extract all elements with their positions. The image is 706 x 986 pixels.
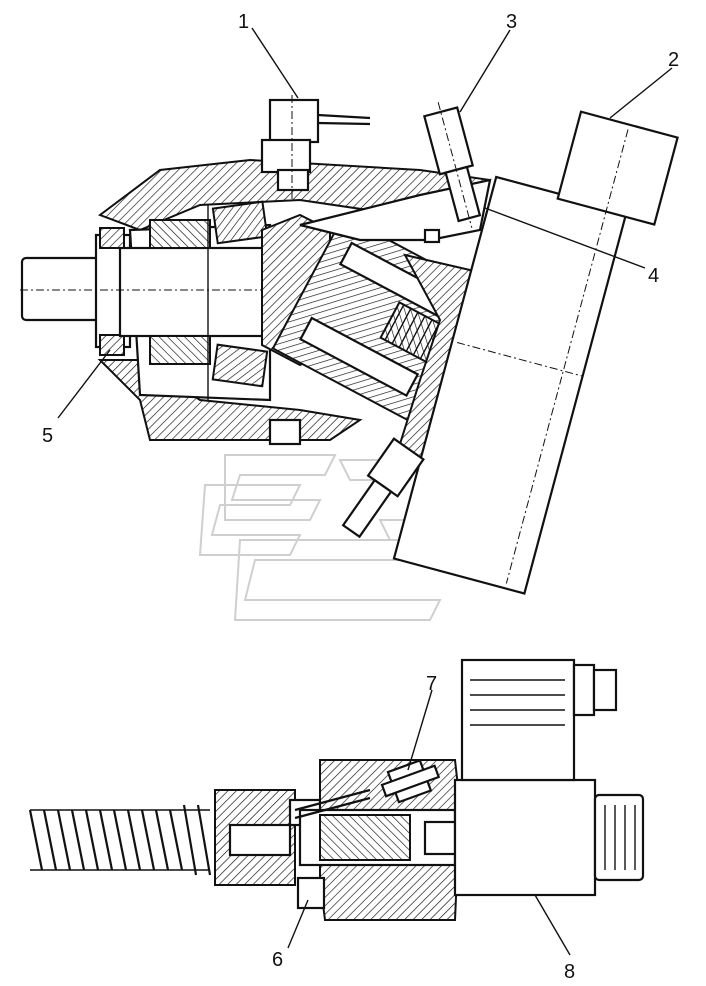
piston-bore-lower — [299, 316, 420, 398]
leader-6 — [287, 899, 309, 949]
sensor-cable — [317, 113, 371, 120]
callout-3: 3 — [506, 11, 517, 33]
drain-plug — [268, 418, 302, 446]
connector-screw — [592, 668, 618, 712]
coil-spring — [28, 804, 212, 876]
bearing-rear-lower — [211, 343, 269, 388]
sensor-cable-2 — [317, 121, 371, 126]
pump-assembly-top: 1 2 3 4 5 — [20, 11, 679, 595]
valve-end-plug — [423, 820, 457, 856]
speed-sensor-body — [268, 98, 320, 144]
leader-3 — [459, 29, 511, 113]
callout-2: 2 — [668, 49, 679, 71]
bearing-front-upper — [149, 219, 211, 249]
main-shaft — [118, 246, 287, 338]
leader-1 — [251, 27, 299, 99]
connector-clip — [572, 663, 596, 717]
speed-sensor-nut — [276, 168, 310, 192]
adjustment-screw-thread — [380, 764, 441, 798]
speed-sensor-mount — [260, 138, 312, 174]
leader-7 — [407, 689, 433, 771]
leader-5 — [57, 349, 111, 419]
bearing-front-lower — [149, 335, 211, 365]
pilot-line-1 — [294, 788, 371, 812]
callout-5: 5 — [42, 425, 53, 447]
end-cap-knurl — [604, 805, 636, 870]
connector-ribs — [470, 679, 565, 726]
spool-piston — [228, 823, 292, 857]
bearing-rear-upper — [211, 200, 269, 245]
valve-spool — [319, 814, 411, 861]
spring-coils — [384, 304, 440, 360]
callout-4: 4 — [648, 265, 659, 287]
leader-2 — [609, 67, 673, 119]
seal-ring-bottom — [99, 334, 125, 356]
solenoid-body — [453, 778, 597, 897]
leader-4 — [484, 207, 646, 269]
seal-ring-top — [99, 227, 125, 249]
callout-1: 1 — [238, 11, 249, 33]
callout-6: 6 — [272, 949, 283, 971]
controller-centerline — [505, 129, 629, 584]
port-head-upper-casting — [299, 178, 492, 242]
small-port-mark — [423, 228, 441, 244]
drive-shaft-stub — [20, 256, 102, 322]
control-valve-assembly-bottom: 7 6 8 — [28, 658, 645, 983]
lower-plug-shank — [341, 478, 393, 539]
callout-7: 7 — [426, 673, 437, 695]
leader-8 — [534, 894, 571, 956]
pilot-line-2 — [294, 796, 371, 820]
callout-8: 8 — [564, 961, 575, 983]
fitting-nut — [296, 876, 326, 910]
plug-centerline — [437, 102, 473, 228]
solenoid-connector — [460, 658, 576, 782]
controller-axis — [456, 342, 583, 377]
solenoid-end-cap — [593, 793, 645, 882]
